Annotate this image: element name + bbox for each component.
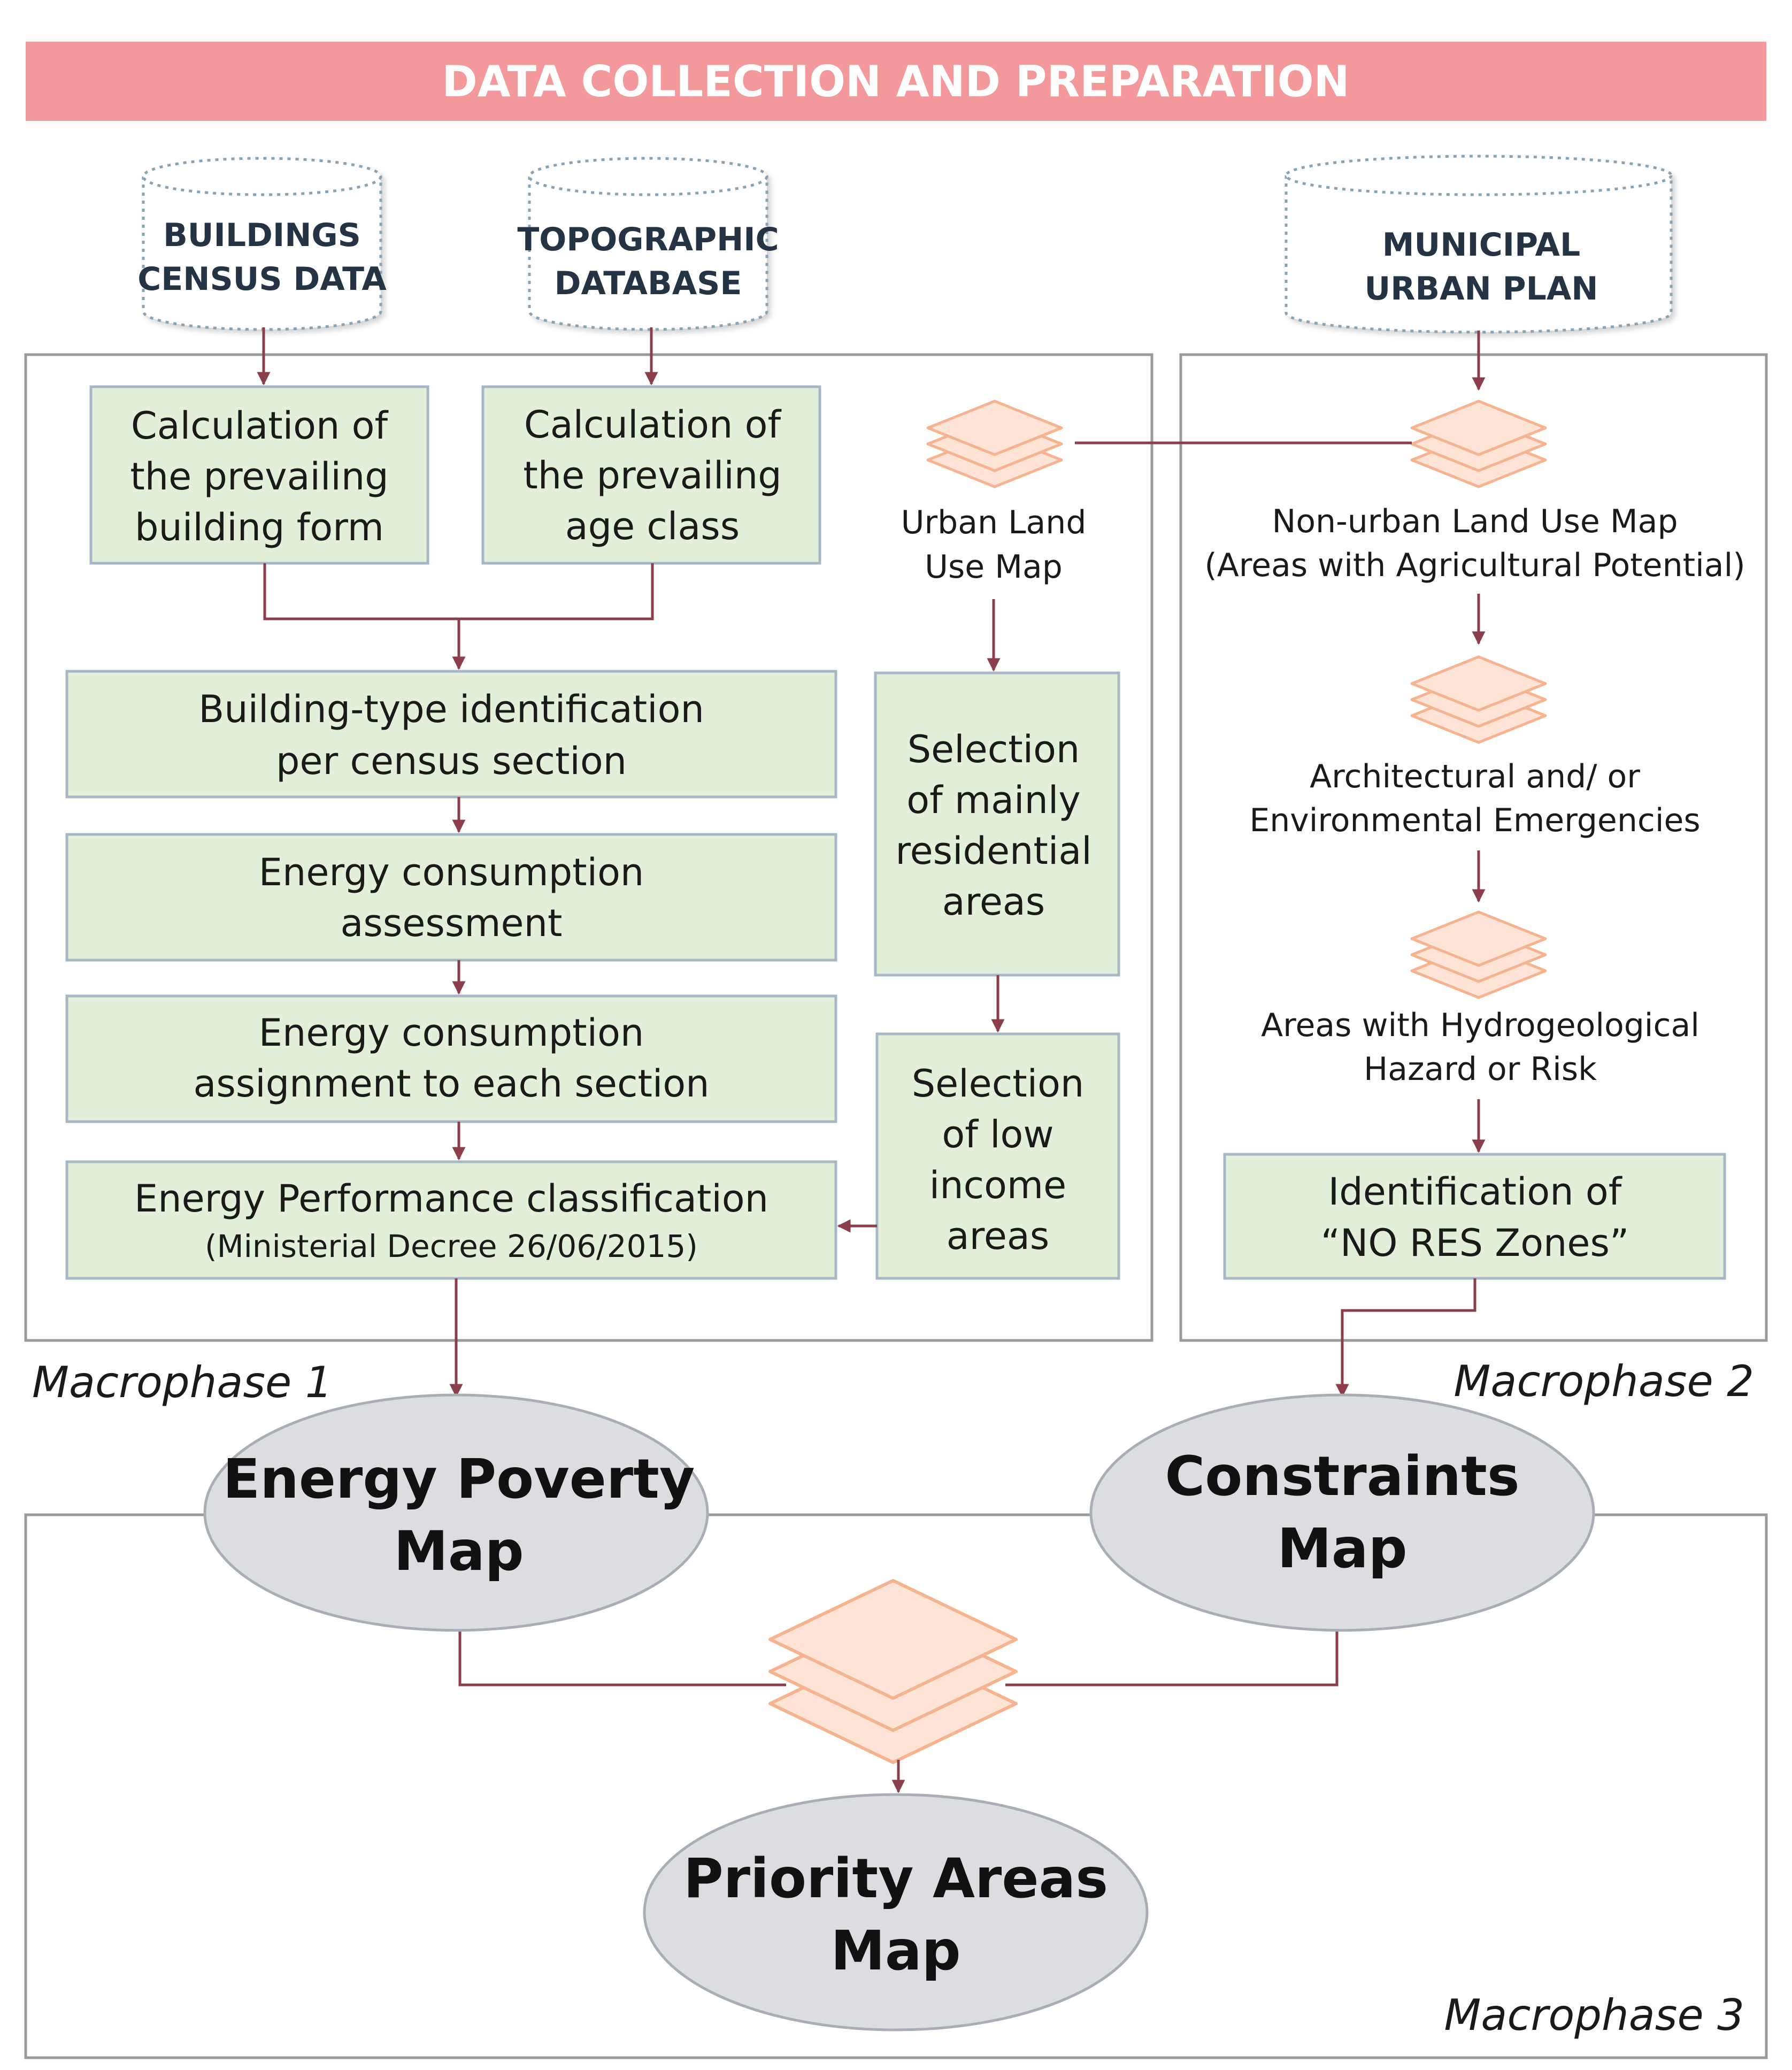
selection-low-income-line4: areas (947, 1214, 1050, 1258)
calc-form-line3: building form (135, 505, 384, 549)
box-no-res-zones (1223, 1153, 1726, 1280)
db-topographic-line1: TOPOGRAPHIC (517, 221, 779, 258)
macrophase-2-label: Macrophase 2 (1453, 1356, 1754, 1406)
macrophase-1-label: Macrophase 1 (32, 1358, 333, 1407)
box-selection-low-income (875, 1032, 1120, 1280)
box-energy-assignment (65, 994, 837, 1123)
energy-performance-line2: (Ministerial Decree 26/06/2015) (205, 1228, 698, 1264)
urban-land-use-line2: Use Map (925, 548, 1063, 586)
building-type-line2: per census section (276, 739, 627, 783)
box-calc-age-class (481, 385, 821, 565)
macrophase-3-label: Macrophase 3 (1444, 1990, 1744, 2040)
urban-land-use-line1: Urban Land (901, 504, 1087, 541)
macrophase-1-frame (24, 353, 1153, 1342)
db-topographic (528, 157, 768, 331)
energy-poverty-line1: Energy Poverty (223, 1447, 695, 1511)
energy-poverty-line2: Map (394, 1520, 524, 1583)
oval-priority-areas-map (643, 1793, 1149, 2031)
energy-assignment-line2: assignment to each section (193, 1062, 709, 1106)
db-topographic-line2: DATABASE (555, 265, 742, 302)
db-municipal-line1: MUNICIPAL (1382, 226, 1580, 264)
layers-icon-priority (768, 1579, 1018, 1764)
no-res-line2: “NO RES Zones” (1321, 1221, 1629, 1265)
selection-low-income-line3: income (929, 1163, 1066, 1207)
connectors (257, 327, 1486, 1793)
box-energy-assessment (65, 833, 837, 962)
calc-age-line3: age class (565, 504, 740, 548)
layers-icon-architectural (1410, 655, 1547, 744)
selection-residential-line4: areas (942, 880, 1045, 924)
oval-energy-poverty-map (203, 1393, 709, 1632)
hydro-line2: Hazard or Risk (1364, 1051, 1597, 1088)
no-res-line1: Identification of (1328, 1170, 1622, 1214)
energy-assessment-line2: assessment (341, 901, 563, 945)
header-banner: DATA COLLECTION AND PREPARATION (26, 42, 1766, 121)
selection-residential-line2: of mainly (906, 778, 1081, 822)
priority-line2: Map (830, 1919, 960, 1983)
selection-low-income-line1: Selection (912, 1062, 1085, 1106)
header-title: DATA COLLECTION AND PREPARATION (442, 57, 1349, 106)
calc-age-line2: the prevailing (523, 454, 781, 497)
box-energy-performance (65, 1160, 837, 1280)
architectural-line2: Environmental Emergencies (1249, 802, 1700, 839)
macrophase-2-frame (1179, 353, 1768, 1342)
non-urban-line2: (Areas with Agricultural Potential) (1204, 547, 1745, 584)
architectural-line1: Architectural and/ or (1310, 758, 1640, 795)
box-calc-building-form (89, 385, 429, 565)
selection-low-income-line2: of low (942, 1113, 1053, 1156)
building-type-line1: Building-type identification (198, 687, 704, 731)
selection-residential-line1: Selection (907, 727, 1080, 771)
calc-form-line1: Calculation of (131, 404, 389, 448)
db-buildings-census (142, 157, 382, 331)
db-buildings-census-line1: BUILDINGS (163, 217, 361, 254)
energy-assessment-line1: Energy consumption (259, 850, 644, 894)
layers-icon-hydro (1410, 910, 1547, 999)
hydro-line1: Areas with Hydrogeological (1261, 1007, 1699, 1044)
box-building-type (65, 670, 837, 799)
box-selection-residential (874, 671, 1120, 977)
constraints-line1: Constraints (1165, 1445, 1519, 1508)
energy-performance-line1: Energy Performance classification (134, 1177, 768, 1221)
macrophase-3-frame (24, 1513, 1768, 2059)
priority-line1: Priority Areas (683, 1847, 1108, 1911)
layers-icon-urban-land-use (926, 400, 1063, 488)
calc-form-line2: the prevailing (130, 455, 388, 499)
db-municipal-urban-plan (1285, 155, 1673, 334)
selection-residential-line3: residential (895, 829, 1091, 873)
constraints-line2: Map (1277, 1517, 1407, 1581)
db-municipal-line2: URBAN PLAN (1364, 270, 1598, 308)
non-urban-line1: Non-urban Land Use Map (1272, 503, 1678, 540)
db-buildings-census-line2: CENSUS DATA (137, 260, 387, 298)
oval-constraints-map (1089, 1393, 1595, 1632)
energy-assignment-line1: Energy consumption (259, 1011, 644, 1055)
layers-icon-non-urban (1410, 400, 1547, 488)
calc-age-line1: Calculation of (524, 403, 782, 447)
